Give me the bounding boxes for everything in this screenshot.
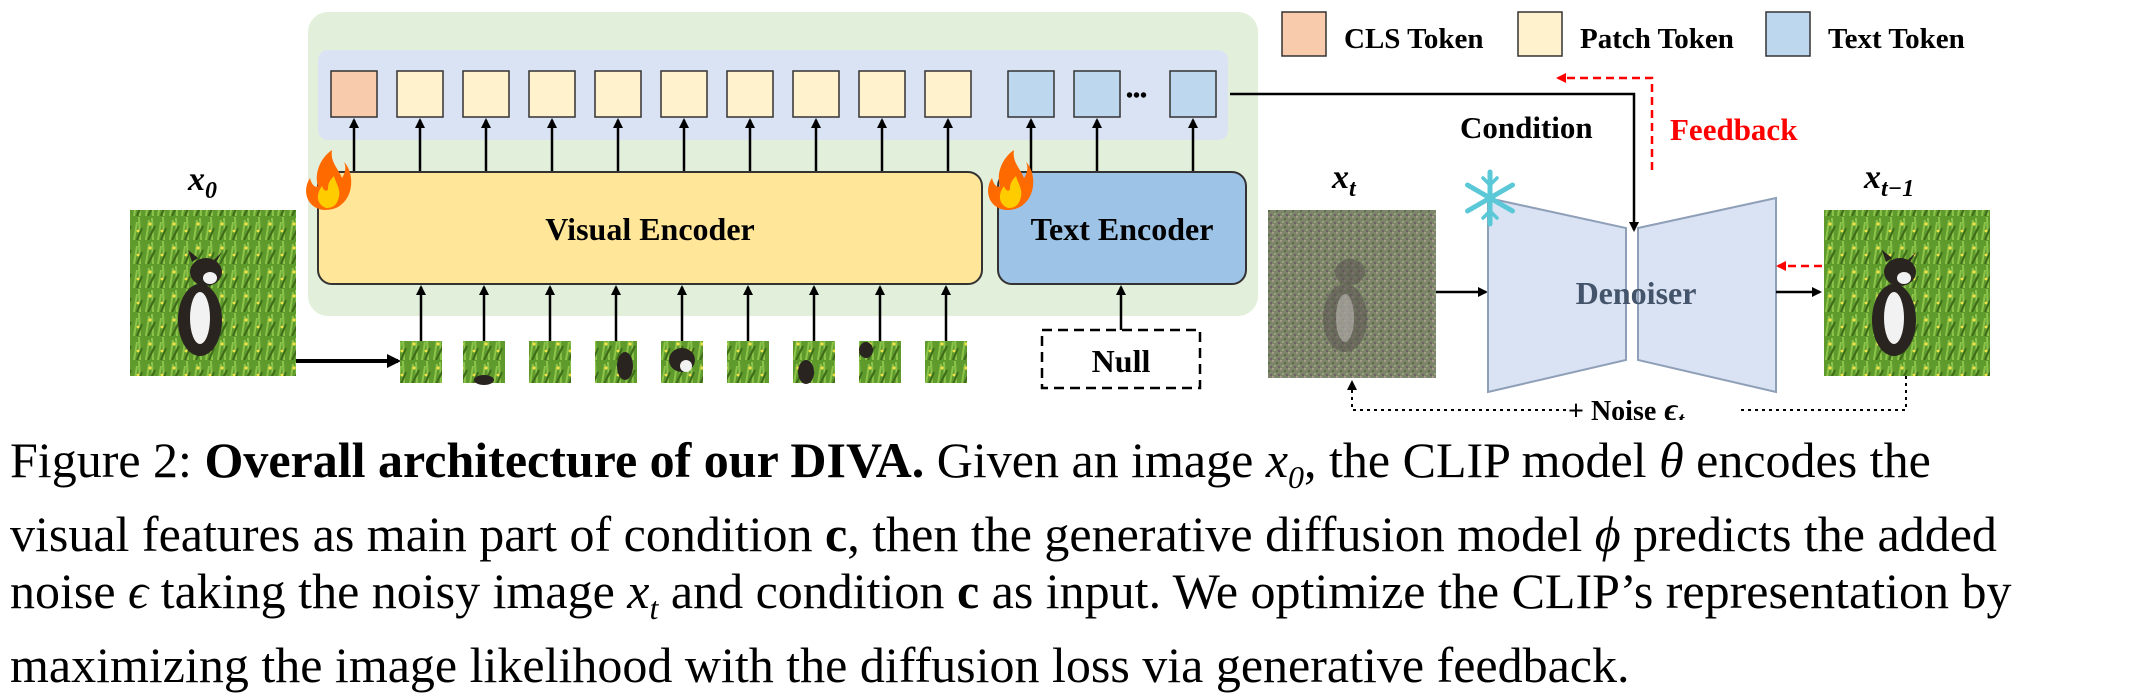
text-encoder-box xyxy=(997,171,1247,285)
text-encoder-label: Text Encoder xyxy=(1031,211,1214,247)
null-input-box xyxy=(1040,328,1202,390)
caption-line-4: maximizing the image likelihood with the… xyxy=(10,637,2122,694)
caption-text: noise xyxy=(10,563,116,619)
caption-line-3: noise ϵ taking the noisy image xt and co… xyxy=(10,563,2122,637)
patch-token xyxy=(858,70,906,118)
patch-token xyxy=(396,70,444,118)
patch-token xyxy=(792,70,840,118)
token-ellipsis: ••• xyxy=(1126,85,1147,107)
patch-token xyxy=(660,70,708,118)
feedback-arrow xyxy=(1556,73,1654,170)
output-image-xt-minus-1 xyxy=(1824,210,1990,376)
legend-patch-label: Patch Token xyxy=(1580,23,1734,55)
patch-token xyxy=(462,70,510,118)
figure-number: Figure 2: xyxy=(10,432,192,488)
encoder-to-token-arrows xyxy=(349,118,1198,172)
flame-icon xyxy=(306,150,352,210)
architecture-diagram: CLS Token Patch Token Text Token ••• xyxy=(130,11,1990,420)
visual-encoder-box xyxy=(317,171,983,285)
x0-label: x0 xyxy=(187,161,217,204)
xt-minus-1-label: xt−1 xyxy=(1863,159,1914,202)
legend-patch-swatch xyxy=(1517,11,1563,57)
math-c: c xyxy=(956,563,980,619)
legend-cls-swatch xyxy=(1281,11,1327,57)
figure-caption: Figure 2: Overall architecture of our DI… xyxy=(10,432,2122,694)
patch-token xyxy=(924,70,972,118)
cls-token xyxy=(330,70,378,118)
input-image-x0 xyxy=(130,210,296,376)
caption-text: , then the generative diffusion model xyxy=(847,506,1583,562)
patch-token xyxy=(528,70,576,118)
math-phi: ϕ xyxy=(1594,506,1621,562)
flame-icon xyxy=(988,150,1034,210)
caption-text: and condition xyxy=(670,563,945,619)
legend-text-swatch xyxy=(1765,11,1811,57)
output-tokens: ••• xyxy=(330,70,1217,118)
caption-line-1: Figure 2: Overall architecture of our DI… xyxy=(10,432,2122,506)
noise-loop-arrow xyxy=(1347,380,1566,411)
legend-cls-label: CLS Token xyxy=(1344,23,1483,55)
legend-text-label: Text Token xyxy=(1828,23,1965,55)
noisy-image-xt xyxy=(1268,210,1436,378)
text-token xyxy=(1169,70,1217,118)
visual-encoder-label: Visual Encoder xyxy=(545,211,755,247)
feedback-label: Feedback xyxy=(1670,112,1798,147)
xt-label: xt xyxy=(1331,159,1357,202)
legend: CLS Token Patch Token Text Token xyxy=(1281,11,1965,57)
caption-line-2: visual features as main part of conditio… xyxy=(10,506,2122,563)
snowflake-icon xyxy=(1465,169,1515,227)
caption-text: taking the noisy image xyxy=(160,563,615,619)
image-patches xyxy=(400,341,967,385)
patch-token xyxy=(726,70,774,118)
caption-text: as input. We optimize the CLIP’s represe… xyxy=(991,563,2012,619)
condition-label: Condition xyxy=(1460,110,1593,145)
caption-text: , the CLIP model xyxy=(1304,432,1647,488)
math-x0: x0 xyxy=(1265,432,1305,495)
denoiser: Denoiser xyxy=(1487,196,1777,394)
caption-text: predicts the added xyxy=(1633,506,1997,562)
patch-token xyxy=(594,70,642,118)
text-token xyxy=(1073,70,1121,118)
denoiser-label: Denoiser xyxy=(1576,275,1697,311)
condition-line xyxy=(1230,92,1639,232)
caption-text: encodes the xyxy=(1696,432,1931,488)
caption-text: maximizing the image likelihood with the… xyxy=(10,637,1630,693)
patch-to-encoder-arrows xyxy=(416,285,951,341)
caption-text: Given an image xyxy=(936,432,1254,488)
math-epsilon: ϵ xyxy=(128,563,149,619)
math-c: c xyxy=(825,506,848,562)
text-token xyxy=(1007,70,1055,118)
math-theta: θ xyxy=(1659,432,1684,488)
null-label: Null xyxy=(1092,343,1151,379)
caption-text: visual features as main part of conditio… xyxy=(10,506,813,562)
math-xt: xt xyxy=(627,563,659,626)
caption-title: Overall architecture of our DIVA. xyxy=(204,432,925,488)
